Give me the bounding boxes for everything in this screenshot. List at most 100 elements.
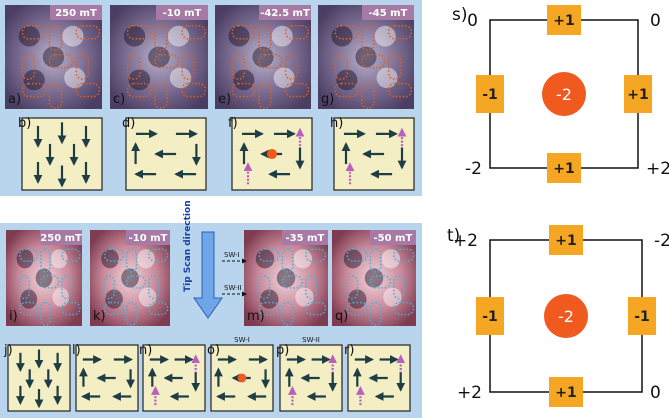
corner-charge-tr: 0: [650, 11, 661, 31]
bottom-card-3: SW-I o): [207, 336, 274, 412]
panel-label: n): [139, 343, 152, 358]
field-tag: [40, 230, 82, 245]
nanoisland-outline: [387, 82, 413, 98]
nanoisland-outline: [369, 301, 382, 326]
corner-charge-br: +2: [646, 159, 669, 179]
tip-scan-indicator: Tip Scan direction SW-I SW-II: [183, 200, 247, 319]
nanoisland-outline: [281, 301, 294, 326]
nanoisland-outline: [334, 82, 359, 98]
nanoisland-outline: [75, 53, 90, 81]
top-image-row: a)250 mTc)-10 mTe)-42.5 mTg)-45 mT: [5, 5, 414, 109]
contrast-spot: [228, 25, 250, 47]
contrast-spot: [121, 268, 139, 288]
nanoisland-outline: [392, 301, 415, 316]
nanoisland-outline: [231, 24, 256, 40]
panel-label: m): [247, 309, 265, 324]
nanoisland-outline: [21, 82, 47, 98]
sw1-label: SW-I: [224, 251, 240, 259]
nanoisland-outline: [258, 275, 271, 300]
nanoisland-outline: [181, 24, 207, 40]
edge-badge-top: [549, 225, 583, 255]
contrast-spot: [148, 46, 170, 68]
nanoisland-outline: [154, 24, 168, 52]
field-tag: [259, 5, 311, 20]
corner-charge-tr: -2: [654, 231, 669, 251]
contrast-spot: [383, 287, 402, 307]
corner-charge-bl: -2: [465, 159, 482, 179]
field-value: -35 mT: [286, 233, 325, 244]
micrograph: [110, 5, 208, 109]
bottom-card-row: j)l)n)SW-Io)SW-IIp)r): [3, 336, 411, 412]
top-image-0: a)250 mT: [5, 5, 102, 109]
panel-label: b): [18, 116, 31, 131]
contrast-spot: [42, 46, 65, 68]
edge-charge-right: -1: [634, 309, 650, 325]
nanoisland-outline: [61, 275, 73, 300]
top-panel: a)250 mTc)-10 mTe)-42.5 mTg)-45 mT b)d)f…: [0, 0, 422, 196]
nanoisland-outline: [39, 248, 52, 273]
contrast-spot: [233, 69, 255, 91]
nanoisland-outline: [231, 82, 256, 98]
contrast-spot: [295, 287, 314, 307]
diagram-label: t): [447, 226, 460, 246]
edge-badge-left: [476, 75, 504, 113]
nanoisland-outline: [125, 248, 138, 273]
top-card-1: d): [122, 116, 207, 191]
field-tag: [126, 230, 170, 245]
nanoisland-outline: [369, 275, 392, 289]
center-charge: -2: [558, 307, 574, 326]
edge-charge-bottom: +1: [555, 385, 576, 401]
contrast-spot: [336, 69, 358, 91]
panel-label: q): [335, 309, 348, 324]
nanoisland-outline: [284, 24, 310, 40]
field-value: 250 mT: [40, 233, 82, 244]
nanoisland-outline: [361, 24, 375, 52]
nanoisland-outline: [125, 301, 138, 326]
micrograph: [318, 5, 414, 109]
nanoisland-outline: [387, 53, 402, 81]
micrograph: [5, 5, 102, 109]
nanoisland-outline: [392, 248, 415, 262]
panel-label: f): [228, 116, 238, 131]
nanoisland-outline: [126, 24, 152, 40]
nanoisland-outline: [126, 53, 141, 81]
nanoisland-outline: [148, 248, 169, 262]
nanoisland-outline: [103, 275, 116, 300]
contrast-spot: [128, 69, 151, 91]
card-tag: SW-I: [234, 336, 250, 344]
edge-badge-bottom: [547, 153, 581, 183]
nanoisland-outline: [346, 248, 368, 262]
contrast-spot: [105, 289, 123, 309]
contrast-spot: [16, 249, 34, 269]
nanoisland-outline: [304, 275, 318, 300]
contrast-spot: [364, 268, 384, 288]
field-tag: [281, 230, 328, 245]
panel-label: o): [207, 343, 220, 358]
bottom-image-3: q)-50 mT: [332, 230, 416, 326]
nanoisland-outline: [61, 301, 81, 316]
contrast-spot: [271, 25, 293, 47]
contrast-spot: [355, 46, 377, 68]
contrast-spot: [167, 25, 190, 47]
contrast-spot: [169, 67, 192, 89]
edge-charge-right: +1: [627, 87, 648, 103]
edge-badge-bottom: [549, 377, 583, 407]
panel-label: l): [72, 343, 81, 358]
edge-charge-top: +1: [555, 233, 576, 249]
nanoisland-outline: [48, 53, 74, 69]
contrast-spot: [381, 249, 401, 269]
nanoisland-outline: [18, 248, 39, 262]
nanoisland-outline: [304, 248, 327, 262]
field-value: -10 mT: [163, 8, 202, 19]
nanoisland-outline: [48, 82, 63, 109]
field-value: 250 mT: [55, 8, 97, 19]
nanoisland-outline: [154, 82, 168, 109]
panel-label: i): [9, 309, 18, 324]
field-value: -45 mT: [369, 8, 408, 19]
contrast-spot: [62, 25, 84, 47]
nanoisland-outline: [21, 24, 47, 40]
panel-label: e): [218, 92, 231, 107]
bottom-image-1: k)-10 mT: [90, 230, 170, 326]
nanoisland-outline: [148, 301, 169, 316]
